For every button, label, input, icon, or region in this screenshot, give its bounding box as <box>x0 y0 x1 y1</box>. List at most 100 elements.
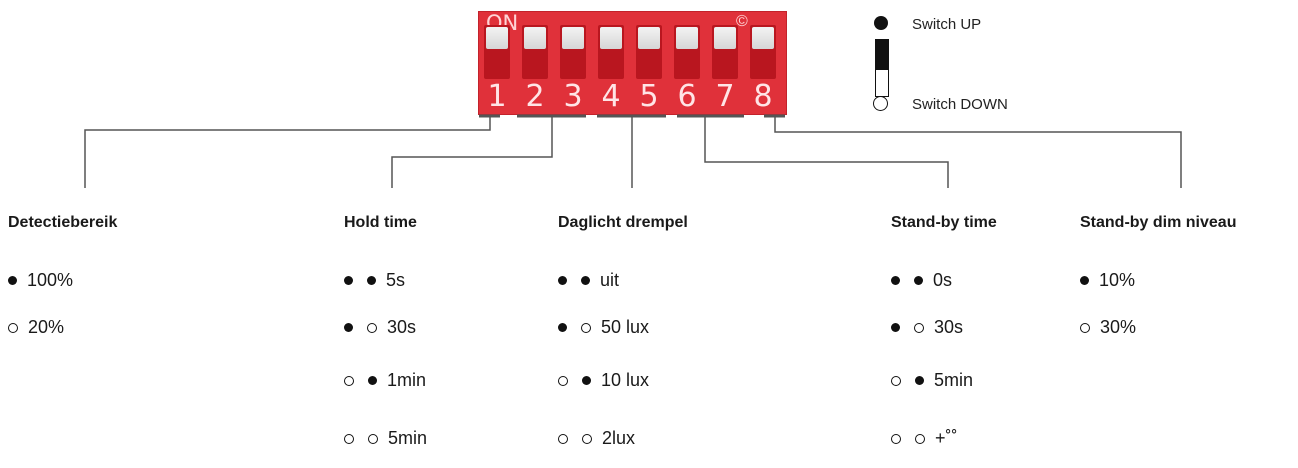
switch-up-dot-icon <box>1080 276 1089 285</box>
switch-down-dot-icon <box>1080 322 1090 333</box>
switch-up-dot-icon <box>915 376 924 385</box>
group-detectiebereik: Detectiebereik 100% 20% <box>8 214 118 337</box>
option-label: 5min <box>388 428 428 448</box>
option-row: +˚˚ <box>891 428 958 449</box>
option-row: 30s <box>891 317 963 338</box>
dip-switch-2 <box>522 25 548 79</box>
dip-switch-8 <box>750 25 776 79</box>
option-label: 30s <box>934 317 964 337</box>
option-label: 30% <box>1100 317 1137 337</box>
group-title: Stand-by time <box>891 214 997 231</box>
option-row: 5s <box>344 270 405 291</box>
switch-down-dot-icon <box>891 433 901 444</box>
option-row: 10% <box>1080 270 1135 291</box>
dip-switch-number: 5 <box>639 79 659 114</box>
dip-switch-number: 4 <box>601 79 621 114</box>
switch-up-dot-icon <box>344 323 353 332</box>
option-label: 0s <box>933 270 953 290</box>
option-label: 10% <box>1099 270 1136 290</box>
switch-up-dot-icon <box>8 276 17 285</box>
dip-switch-knob <box>562 27 584 49</box>
option-row: 2lux <box>558 428 635 449</box>
dip-switch-knob <box>486 27 508 49</box>
option-label: 20% <box>28 317 65 337</box>
switch-down-dot-icon <box>344 375 354 386</box>
switch-down-dot-icon <box>558 433 568 444</box>
switch-up-dot-icon <box>874 16 888 30</box>
dip-switch-number: 7 <box>715 79 735 114</box>
option-label: 1min <box>387 370 427 390</box>
switch-up-dot-icon <box>581 276 590 285</box>
option-row: 5min <box>344 428 427 449</box>
switch-up-dot-icon <box>891 323 900 332</box>
option-label: 5s <box>386 270 406 290</box>
option-label: 30s <box>387 317 417 337</box>
group-daglicht-drempel: Daglicht drempel uit 50 lux 10 lux 2lux <box>558 214 688 448</box>
option-row: 30% <box>1080 317 1136 338</box>
legend-switch-up-label: Switch UP <box>912 16 982 33</box>
switch-down-dot-icon <box>891 375 901 386</box>
switch-down-dot-icon <box>344 433 354 444</box>
option-row: 10 lux <box>558 370 649 391</box>
option-label: 50 lux <box>601 317 650 337</box>
group-title: Stand-by dim niveau <box>1080 214 1237 231</box>
switch-down-dot-icon <box>558 375 568 386</box>
dip-switch-knob <box>676 27 698 49</box>
dip-switch-number: 3 <box>563 79 583 114</box>
connector-lines <box>84 114 1182 188</box>
legend-switch-down-label: Switch DOWN <box>912 96 1008 113</box>
group-title: Detectiebereik <box>8 214 118 231</box>
option-label: +˚˚ <box>935 428 958 448</box>
option-label: 10 lux <box>601 370 650 390</box>
group-hold-time: Hold time 5s 30s 1min 5min <box>344 214 427 448</box>
option-row: 50 lux <box>558 317 649 338</box>
switch-down-dot-icon <box>367 322 377 333</box>
group-title: Hold time <box>344 214 417 231</box>
option-row: 30s <box>344 317 416 338</box>
switch-up-dot-icon <box>344 276 353 285</box>
dip-switch-number: 1 <box>487 79 507 114</box>
option-row: uit <box>558 270 619 291</box>
option-row: 1min <box>344 370 426 391</box>
dip-switch-3 <box>560 25 586 79</box>
switch-down-dot-icon <box>582 433 592 444</box>
dip-switch-knob <box>524 27 546 49</box>
switch-up-dot-icon <box>582 376 591 385</box>
switch-up-dot-icon <box>558 323 567 332</box>
dip-switch-number: 6 <box>677 79 697 114</box>
dip-switch-6 <box>674 25 700 79</box>
option-row: 100% <box>8 270 73 291</box>
dip-switch-7 <box>712 25 738 79</box>
dip-brand-mark: © <box>736 13 748 30</box>
option-label: 2lux <box>602 428 636 448</box>
switch-down-dot-icon <box>8 322 18 333</box>
switch-down-dot-icon <box>581 322 591 333</box>
switch-up-dot-icon <box>914 276 923 285</box>
option-row: 20% <box>8 317 64 338</box>
dip-switch-knob <box>714 27 736 49</box>
switch-up-dot-icon <box>368 376 377 385</box>
dip-switch-knob <box>752 27 774 49</box>
switch-up-dot-icon <box>558 276 567 285</box>
dip-switch-1 <box>484 25 510 79</box>
option-row: 5min <box>891 370 973 391</box>
option-label: 5min <box>934 370 974 390</box>
option-row: 0s <box>891 270 952 291</box>
switch-down-dot-icon <box>368 433 378 444</box>
switch-up-dot-icon <box>367 276 376 285</box>
option-label: uit <box>600 270 620 290</box>
group-standby-time: Stand-by time 0s 30s 5min +˚˚ <box>891 214 997 448</box>
switch-down-dot-icon <box>873 96 888 111</box>
dip-switch-knob <box>600 27 622 49</box>
switch-down-dot-icon <box>914 322 924 333</box>
group-title: Daglicht drempel <box>558 214 688 231</box>
dip-switch-4 <box>598 25 624 79</box>
group-standby-dim-niveau: Stand-by dim niveau 10% 30% <box>1080 214 1237 337</box>
dip-switch-number: 8 <box>753 79 773 114</box>
switch-down-dot-icon <box>915 433 925 444</box>
switch-up-dot-icon <box>891 276 900 285</box>
dip-switch-5 <box>636 25 662 79</box>
dip-switch-number: 2 <box>525 79 545 114</box>
option-label: 100% <box>27 270 74 290</box>
